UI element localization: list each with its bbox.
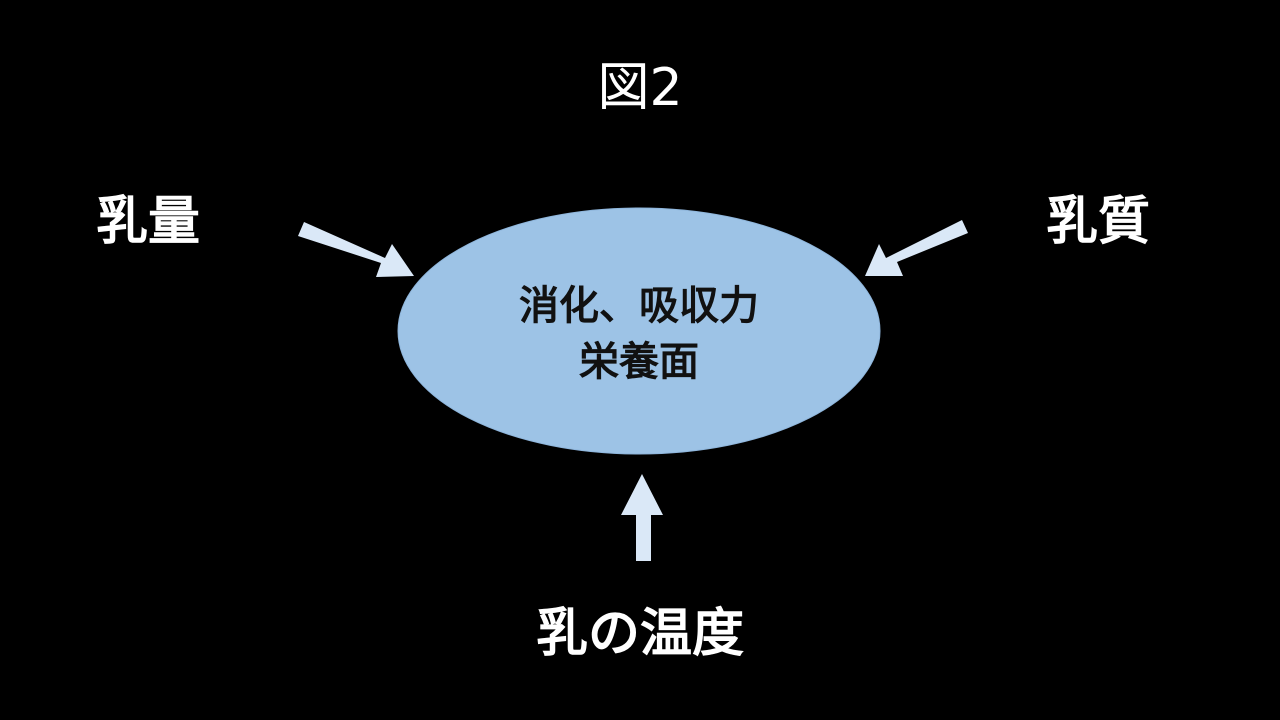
center-label-line2: 栄養面 [579, 339, 699, 385]
factor-milk-quality: 乳質 [1046, 192, 1151, 252]
factor-milk-temperature: 乳の温度 [535, 604, 744, 664]
factor-milk-volume: 乳量 [96, 192, 201, 252]
figure-title: 図2 [597, 58, 683, 118]
center-ellipse [397, 207, 881, 455]
arrow-right [865, 220, 968, 276]
arrow-left [298, 222, 414, 277]
center-label: 消化、吸収力 栄養面 [398, 278, 880, 390]
arrow-bottom [621, 474, 663, 561]
center-label-line1: 消化、吸収力 [519, 283, 759, 329]
